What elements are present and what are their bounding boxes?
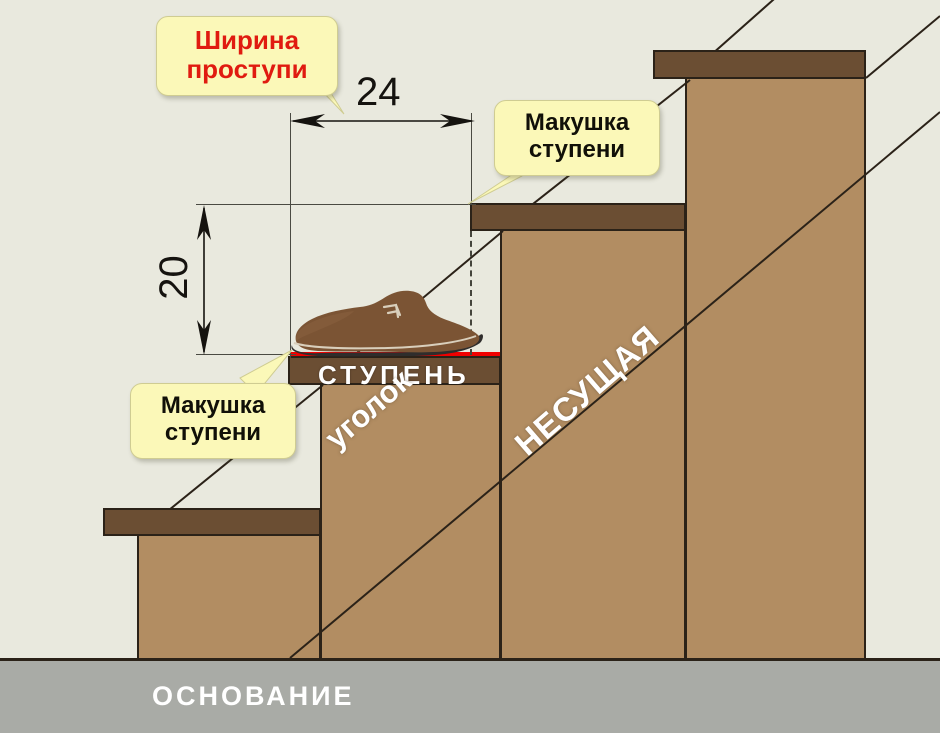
tread-bottom [103,508,321,536]
callout-step-top-lower-line2: ступени [164,418,262,446]
tread-top [653,50,866,79]
callout-step-top-lower[interactable]: Макушка ступени [130,383,296,459]
dimension-value-width: 24 [356,70,401,114]
extension-line-lower-horizontal [196,354,296,355]
riser-bottom [137,535,321,660]
callout-step-top-upper-line2: ступени [528,135,626,163]
callout-step-top-lower-line1: Макушка [160,392,266,419]
shoe-icon [291,290,483,357]
riser-top [685,78,866,660]
callout-step-top-upper-line1: Макушка [524,109,630,136]
foundation-label: ОСНОВАНИЕ [152,681,355,711]
dimension-value-height: 20 [151,255,196,300]
extension-line-upper-horizontal [196,204,476,205]
extension-line-right-vertical [471,113,472,205]
dashed-guide-line [470,231,472,355]
tread-second [470,203,686,231]
foundation-band [0,658,940,733]
callout-step-top-upper[interactable]: Макушка ступени [494,100,660,176]
callout-tread-width-line1: Ширина [194,25,300,55]
tread-main [288,356,501,385]
extension-line-left-vertical [290,113,291,358]
callout-tread-width[interactable]: Ширина проступи [156,16,338,97]
callout-tread-width-line2: проступи [186,54,308,85]
